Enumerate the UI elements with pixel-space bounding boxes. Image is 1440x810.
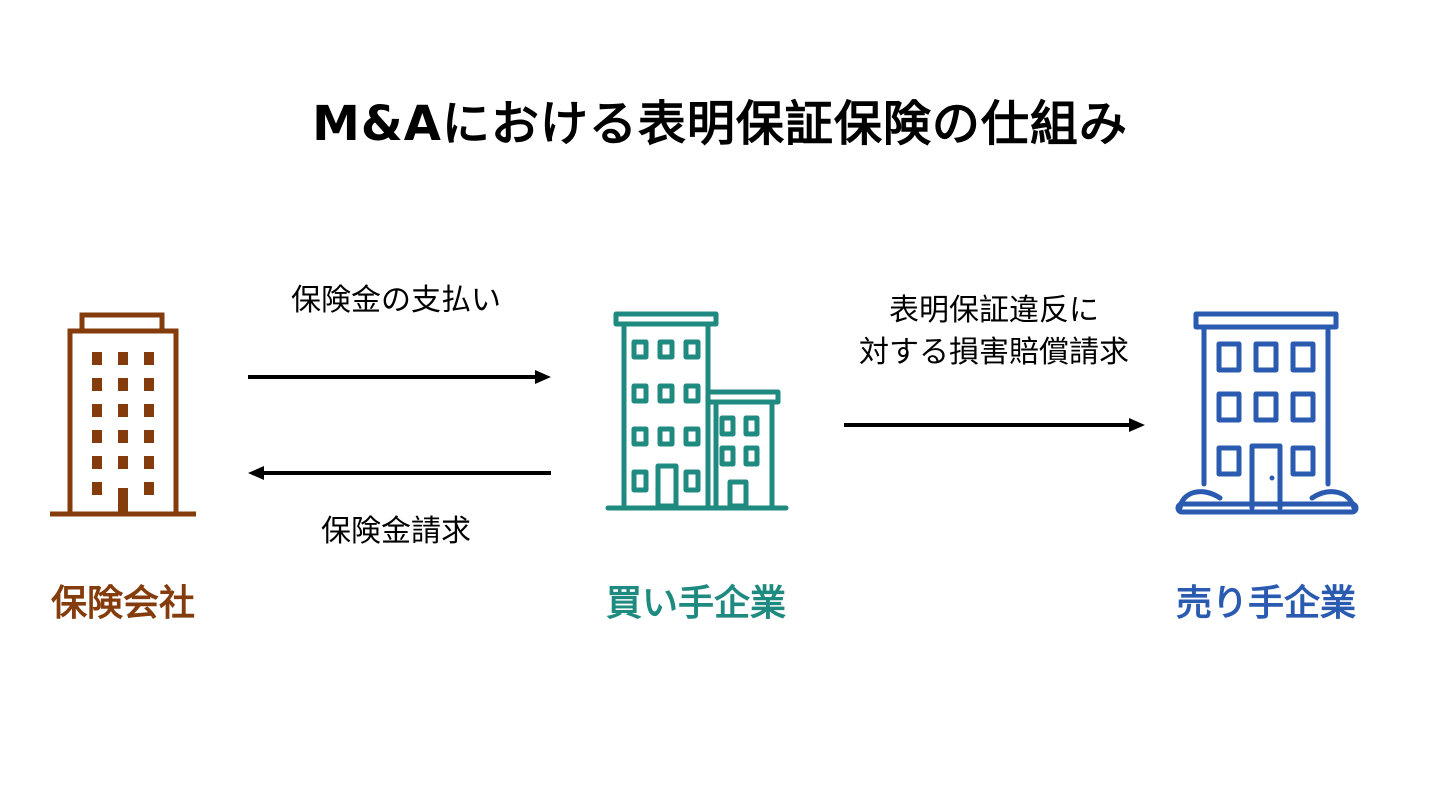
node-label-seller: 売り手企業 bbox=[1175, 583, 1356, 624]
diagram-title: M&Aにおける表明保証保険の仕組み bbox=[312, 96, 1128, 152]
node-label-buyer: 買い手企業 bbox=[605, 583, 786, 624]
edge-label-damages: 表明保証違反に 対する損害賠償請求 bbox=[814, 290, 1174, 374]
node-label-insurer: 保険会社 bbox=[50, 583, 195, 624]
edge-label-claim: 保険金請求 bbox=[321, 514, 471, 549]
company-buildings-icon bbox=[604, 308, 790, 520]
arrow-claim bbox=[248, 466, 551, 480]
edge-label-payout: 保険金の支払い bbox=[291, 283, 501, 318]
building-with-door-icon bbox=[1172, 308, 1362, 520]
edge-label-damages-line1: 表明保証違反に bbox=[889, 293, 1099, 328]
office-building-icon bbox=[48, 310, 198, 520]
arrow-damages bbox=[844, 418, 1145, 432]
edge-label-damages-line2: 対する損害賠償請求 bbox=[859, 335, 1129, 370]
arrow-payout bbox=[248, 370, 551, 384]
